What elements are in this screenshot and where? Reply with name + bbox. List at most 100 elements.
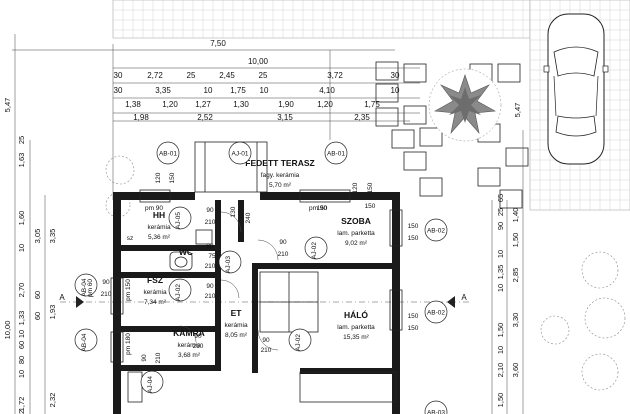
room-name: HÁLÓ bbox=[344, 309, 368, 320]
walls bbox=[113, 192, 400, 414]
opening-label: 150 bbox=[408, 223, 419, 230]
room-name: ET bbox=[231, 308, 243, 318]
opening-label: pm 60 bbox=[87, 279, 94, 297]
opening-label: 210 bbox=[155, 352, 162, 363]
room-name: FEDETT TERASZ bbox=[245, 158, 314, 168]
dim-right-inner: 10 bbox=[496, 284, 505, 292]
element-tag: AB-02 bbox=[427, 310, 445, 317]
opening-label: sz bbox=[127, 235, 134, 242]
tag-circle bbox=[304, 236, 328, 260]
tag-circle bbox=[424, 300, 448, 324]
dim-left-outer: 60 bbox=[17, 341, 26, 349]
paving-area-top bbox=[112, 0, 531, 39]
tag-circle bbox=[324, 141, 348, 165]
dim-row3: 1,27 bbox=[195, 100, 211, 109]
dim-left-outer: 10 bbox=[17, 330, 26, 338]
dim-row3: 1,90 bbox=[278, 100, 294, 109]
dim-row3: 1,38 bbox=[125, 100, 141, 109]
dim-right-inner: 65 bbox=[496, 194, 505, 202]
dim-row2: 1,75 bbox=[230, 86, 246, 95]
room-name: KAMRA bbox=[173, 328, 205, 338]
opening-label: 210 bbox=[205, 263, 216, 270]
dim-row3: 1,75 bbox=[364, 100, 380, 109]
dim-left-outer: 1,33 bbox=[17, 311, 26, 326]
dim-left-outer: 5,47 bbox=[3, 98, 12, 113]
dim-row1: 30 bbox=[391, 71, 400, 80]
opening-label: 90 bbox=[102, 279, 110, 286]
tag-circle bbox=[168, 278, 192, 302]
opening-label: 240 bbox=[245, 212, 252, 223]
tag-circle bbox=[228, 141, 252, 165]
opening-label: 150 bbox=[367, 182, 374, 193]
dim-row2: 30 bbox=[114, 86, 123, 95]
room-area: 5,70 m² bbox=[269, 182, 292, 189]
opening-label: 210 bbox=[278, 251, 289, 258]
dim-row1: 25 bbox=[259, 71, 268, 80]
opening-label: 210 bbox=[261, 347, 272, 354]
dim-right-outer: 2,85 bbox=[511, 268, 520, 283]
element-tag: AJ-02 bbox=[311, 242, 318, 259]
opening-label: 150 bbox=[408, 325, 419, 332]
dim-right-inner: 1,50 bbox=[496, 393, 505, 408]
door-swings bbox=[179, 211, 279, 351]
dim-right-inner: 10 bbox=[496, 250, 505, 258]
dim-left-inner: 2,32 bbox=[48, 393, 57, 408]
tag-circle bbox=[168, 206, 192, 230]
section-mark-left: A bbox=[59, 293, 65, 302]
dim-left-outer: 1,72 bbox=[17, 397, 26, 412]
tag-circle bbox=[140, 370, 164, 394]
dim-right-inner: 1,35 bbox=[496, 265, 505, 280]
element-tag: AB-04 bbox=[81, 278, 88, 296]
dim-right-inner: 25 bbox=[496, 208, 505, 216]
dimension-lines bbox=[12, 34, 524, 414]
dim-row3: 1,30 bbox=[233, 100, 249, 109]
opening-label: pm 90 bbox=[309, 205, 327, 212]
dim-left-inner: 60 bbox=[33, 291, 42, 299]
room-floor: kerámia bbox=[224, 322, 248, 329]
section-mark-right: A bbox=[461, 293, 467, 302]
opening-label: 90 bbox=[262, 337, 270, 344]
element-tag: AB-03 bbox=[427, 410, 445, 414]
dim-row1: 2,72 bbox=[147, 71, 163, 80]
element-tag: AJ-02 bbox=[175, 284, 182, 301]
dim-left-outer: 1,63 bbox=[17, 153, 26, 168]
room-floor: kerámia bbox=[143, 289, 167, 296]
opening-label: 90 bbox=[206, 283, 214, 290]
element-tag: AB-01 bbox=[327, 151, 345, 158]
paving-grid bbox=[112, 0, 530, 38]
element-tag: AJ-01 bbox=[232, 151, 249, 158]
room-area: 9,02 m² bbox=[345, 240, 368, 247]
dim-row1: 25 bbox=[187, 71, 196, 80]
opening-label: 90 bbox=[194, 333, 202, 340]
dim-right-outer: 1,40 bbox=[511, 208, 520, 223]
room-area: 3,68 m² bbox=[178, 352, 201, 359]
dim-right-outer: 3,60 bbox=[511, 363, 520, 378]
opening-label: 210 bbox=[193, 343, 204, 350]
opening-label: 90 bbox=[206, 207, 214, 214]
opening-label: 150 bbox=[365, 203, 376, 210]
element-tag: AB-02 bbox=[427, 228, 445, 235]
car-icon bbox=[543, 13, 609, 165]
dim-top-overall: 10,00 bbox=[248, 57, 269, 66]
opening-label: 150 bbox=[408, 313, 419, 320]
opening-label: 90 bbox=[206, 243, 214, 250]
room-floor: fagy. kerámia bbox=[261, 172, 300, 179]
room-area: 5,36 m² bbox=[148, 234, 171, 241]
dim-row4: 3,15 bbox=[277, 113, 293, 122]
element-tag: AJ-02 bbox=[295, 334, 302, 351]
bathroom-fixtures bbox=[127, 229, 213, 403]
tag-circle bbox=[74, 273, 98, 297]
dim-right-inner: 10 bbox=[496, 346, 505, 354]
dim-row2: 10 bbox=[260, 86, 269, 95]
dim-left-inner: 60 bbox=[33, 312, 42, 320]
dim-row3: 1,20 bbox=[317, 100, 333, 109]
tag-circle bbox=[74, 328, 98, 352]
opening-label: 150 bbox=[317, 205, 328, 212]
dim-row4: 2,52 bbox=[197, 113, 213, 122]
element-tag: AJ-04 bbox=[147, 376, 154, 393]
opening-label: 130 bbox=[230, 206, 237, 217]
dim-left-outer: 1,60 bbox=[17, 211, 26, 226]
covered-terrace bbox=[194, 141, 268, 193]
dim-row2: 10 bbox=[391, 86, 400, 95]
room-floor: lam. parketta bbox=[337, 230, 375, 237]
